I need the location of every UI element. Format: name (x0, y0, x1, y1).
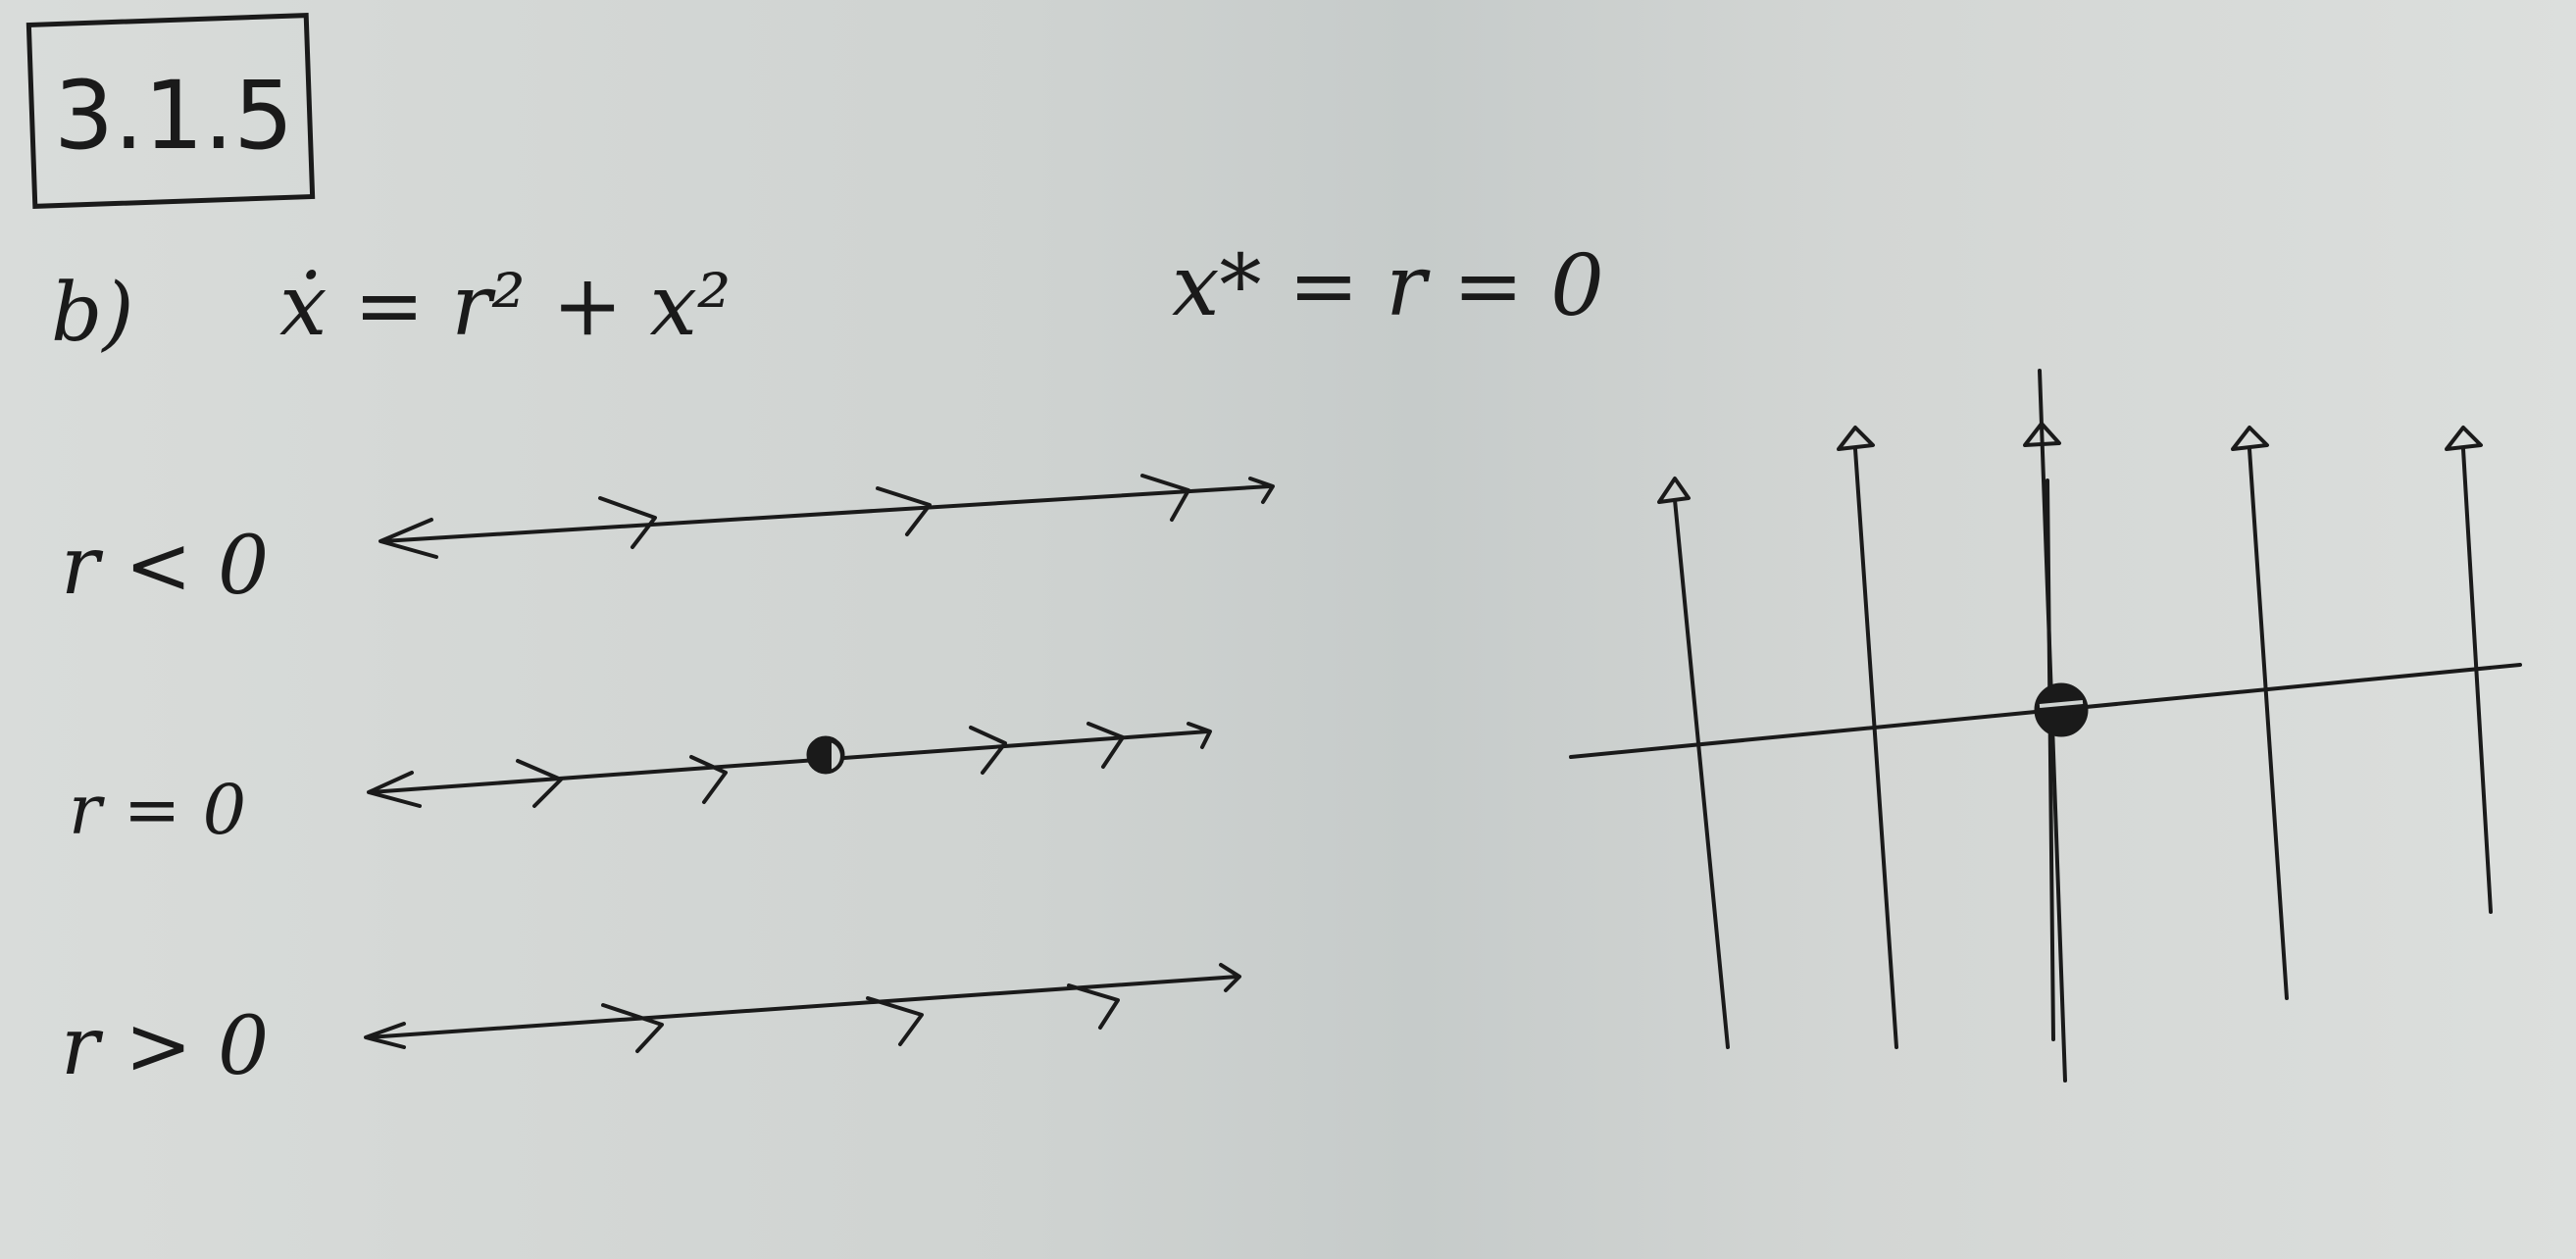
flow-arrow (689, 755, 728, 804)
flow-arrow (598, 496, 657, 549)
flow-arrow (516, 759, 563, 808)
part-label: b) (51, 267, 134, 360)
fixed-point-equation: x* = r = 0 (1172, 237, 1604, 335)
flow-arrow (601, 1003, 664, 1053)
problem-number: 3.1.5 (54, 61, 294, 171)
flow-line (1673, 498, 1730, 1049)
flow-arrow (1140, 474, 1190, 522)
condition-r-negative: r < 0 (61, 520, 270, 613)
flow-line (1853, 447, 1898, 1049)
equation: ẋ = r² + x² (279, 257, 732, 355)
phase-line-r-zero (367, 722, 1212, 808)
condition-r-zero: r = 0 (69, 770, 247, 850)
flow-arrow (1086, 722, 1125, 769)
flow-line (2248, 447, 2289, 1000)
flow-arrow (1067, 983, 1120, 1030)
flow-line (2461, 447, 2493, 914)
flow-arrow (969, 726, 1007, 775)
flow-arrow (866, 996, 924, 1046)
vertical-axis (2046, 478, 2055, 1041)
flow-arrow (876, 486, 932, 536)
fixed-point-origin (2034, 682, 2089, 737)
phase-line-r-negative (379, 474, 1275, 559)
bifurcation-diagram (1569, 369, 2522, 1083)
phase-line-r-positive (364, 963, 1241, 1053)
condition-r-positive: r > 0 (61, 1000, 270, 1093)
